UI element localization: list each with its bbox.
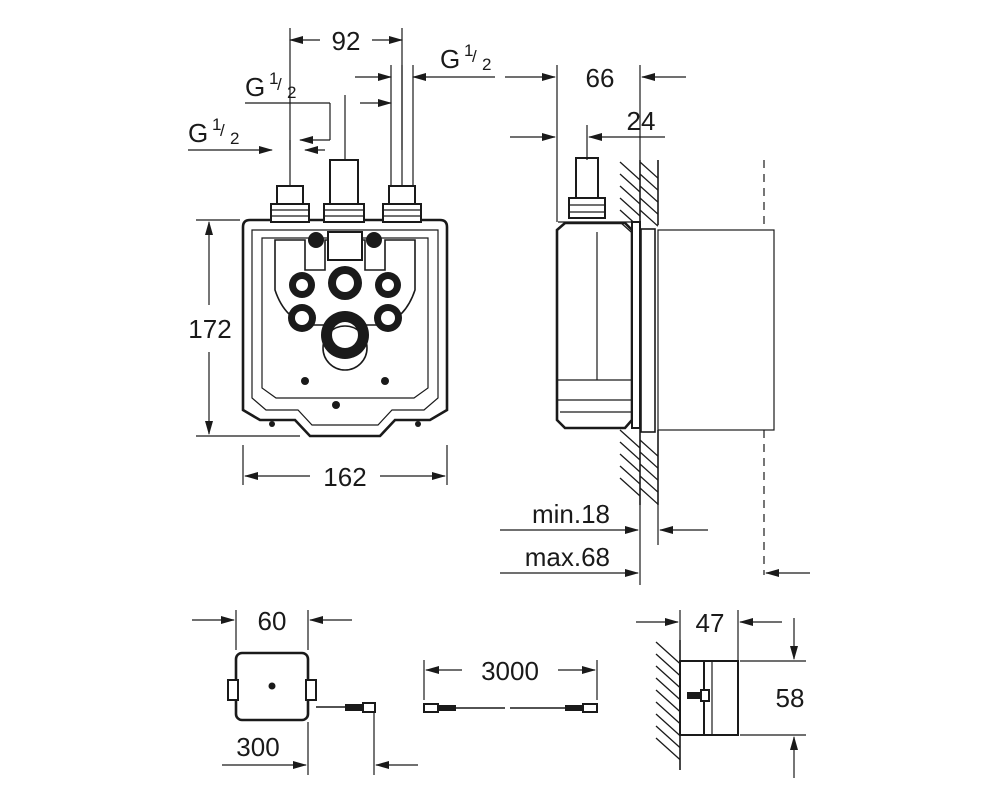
- cable-3000: [423, 660, 598, 713]
- svg-text:2: 2: [482, 55, 491, 74]
- inlet-right: [382, 185, 422, 223]
- front-housing-outline: [241, 218, 449, 438]
- label-162: 162: [323, 462, 366, 492]
- inlet-left: [270, 185, 310, 223]
- svg-text:1: 1: [464, 41, 473, 60]
- side-housing: [555, 221, 634, 430]
- small-wall-hatching: [655, 641, 681, 761]
- label-max68: max.68: [525, 542, 610, 572]
- label-g-middle: G: [245, 72, 265, 102]
- label-66: 66: [586, 63, 615, 93]
- side-dimensions: [500, 65, 810, 585]
- label-58: 58: [776, 683, 805, 713]
- svg-text:/: /: [472, 47, 477, 66]
- label-24: 24: [627, 106, 656, 136]
- inlet-middle: [323, 159, 365, 223]
- small-side-view: [636, 610, 806, 778]
- front-view: [241, 159, 449, 438]
- front-dimensions: [188, 28, 495, 485]
- svg-text:2: 2: [287, 83, 296, 102]
- label-300: 300: [236, 732, 279, 762]
- junction-box: [192, 610, 418, 775]
- svg-text:1: 1: [269, 69, 278, 88]
- label-3000: 3000: [481, 656, 539, 686]
- label-92: 92: [332, 26, 361, 56]
- label-172: 172: [188, 314, 231, 344]
- svg-text:/: /: [277, 75, 282, 94]
- labels: 92 G 1 / 2 G 1 / 2 G 1 / 2 66 24 172 162…: [188, 26, 804, 762]
- svg-text:1: 1: [212, 115, 221, 134]
- label-g-top: G: [440, 44, 460, 74]
- label-g-left: G: [188, 118, 208, 148]
- label-47: 47: [696, 608, 725, 638]
- front-housing-inner: [251, 229, 439, 426]
- side-view: [555, 157, 775, 575]
- wall-hatching: [619, 161, 659, 505]
- label-60: 60: [258, 606, 287, 636]
- label-min18: min.18: [532, 499, 610, 529]
- svg-text:/: /: [220, 121, 225, 140]
- svg-text:2: 2: [230, 129, 239, 148]
